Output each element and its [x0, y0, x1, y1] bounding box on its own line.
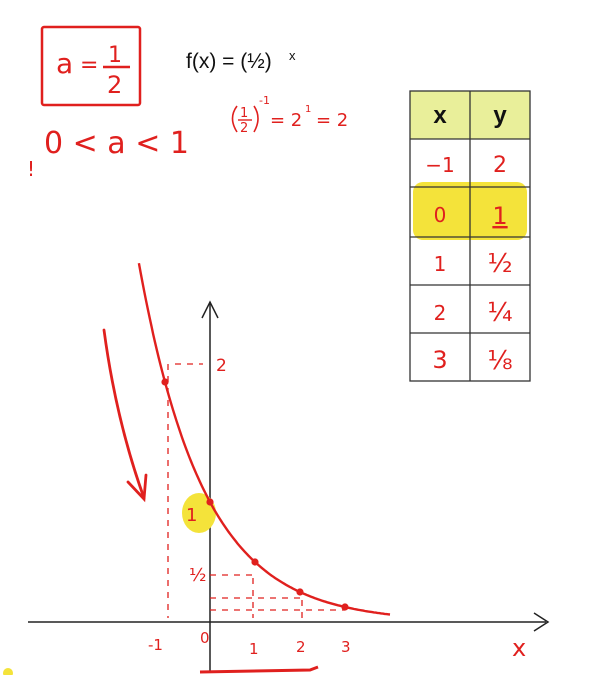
guide-lines	[167, 363, 345, 618]
function-label: f(x) = (½) x	[186, 48, 296, 73]
side-calculation: 1 2 -1 = 2 1 = 2	[231, 94, 348, 136]
curve-point	[296, 588, 304, 596]
table-cell-y: ⅛	[487, 346, 512, 376]
value-table: x y −1 2 0 1 1 ½ 2 ¼ 3 ⅛	[409, 90, 531, 382]
calc-rest-prefix: = 2	[270, 110, 302, 131]
x-axis-arrow-icon	[533, 612, 550, 632]
calc-right-paren	[253, 105, 259, 133]
table-header-x: x	[433, 102, 447, 129]
table-cell-x: 0	[434, 203, 447, 227]
x-tick-label: 1	[249, 640, 259, 658]
x-tick-labels: -1 0 1 2 3	[148, 629, 351, 658]
y-tick-label: 2	[216, 356, 227, 376]
calc-rest-exponent: 1	[305, 104, 311, 115]
a-equals: =	[80, 53, 98, 78]
calc-base-numerator: 1	[240, 106, 248, 121]
table-cell-y: ¼	[487, 298, 512, 328]
table-cell-y: ½	[487, 249, 512, 279]
underline-stroke	[199, 665, 319, 674]
table-cell-y: 1	[492, 202, 507, 230]
function-curve-layer	[137, 262, 391, 616]
a-numerator: 1	[108, 43, 122, 68]
a-definition-frame	[40, 25, 142, 107]
a-denominator: 2	[107, 71, 122, 99]
function-curve	[137, 262, 391, 616]
decreasing-arrow	[102, 328, 148, 503]
table-cell-x: 1	[434, 252, 447, 276]
calc-rest-suffix: = 2	[316, 110, 348, 131]
x-tick-label: 2	[296, 638, 306, 656]
table-grid	[409, 90, 531, 382]
curve-point	[161, 378, 169, 386]
calc-base-denominator: 2	[240, 121, 248, 136]
x-axis-label: x	[512, 634, 526, 662]
y-axis-arrow-icon	[201, 300, 219, 319]
condition-exclaim: !	[27, 157, 35, 181]
table-header-y: y	[493, 102, 507, 129]
condition: ! 0 < a < 1	[27, 126, 189, 181]
a-definition: a = 1 2	[40, 25, 142, 107]
condition-inequality: 0 < a < 1	[44, 126, 189, 161]
table-cell-x: 2	[434, 301, 447, 325]
table-cell-y: 2	[493, 153, 507, 178]
curve-point	[341, 603, 349, 611]
y-tick-label: ½	[189, 565, 206, 586]
x-tick-label: 0	[200, 629, 210, 647]
curve-point	[251, 558, 259, 566]
calc-left-paren	[231, 105, 238, 133]
a-variable: a	[56, 47, 73, 80]
x-tick-label: -1	[148, 636, 163, 654]
function-expression: f(x) = (½)	[186, 50, 272, 73]
table-cell-x: −1	[425, 153, 454, 177]
y-tick-label: 1	[186, 505, 197, 526]
corner-marker	[3, 668, 13, 675]
table-cell-x: 3	[432, 346, 447, 374]
function-exponent: x	[289, 48, 296, 63]
x-tick-label: 3	[341, 638, 351, 656]
calc-exponent: -1	[259, 94, 270, 107]
curve-point	[206, 498, 214, 506]
